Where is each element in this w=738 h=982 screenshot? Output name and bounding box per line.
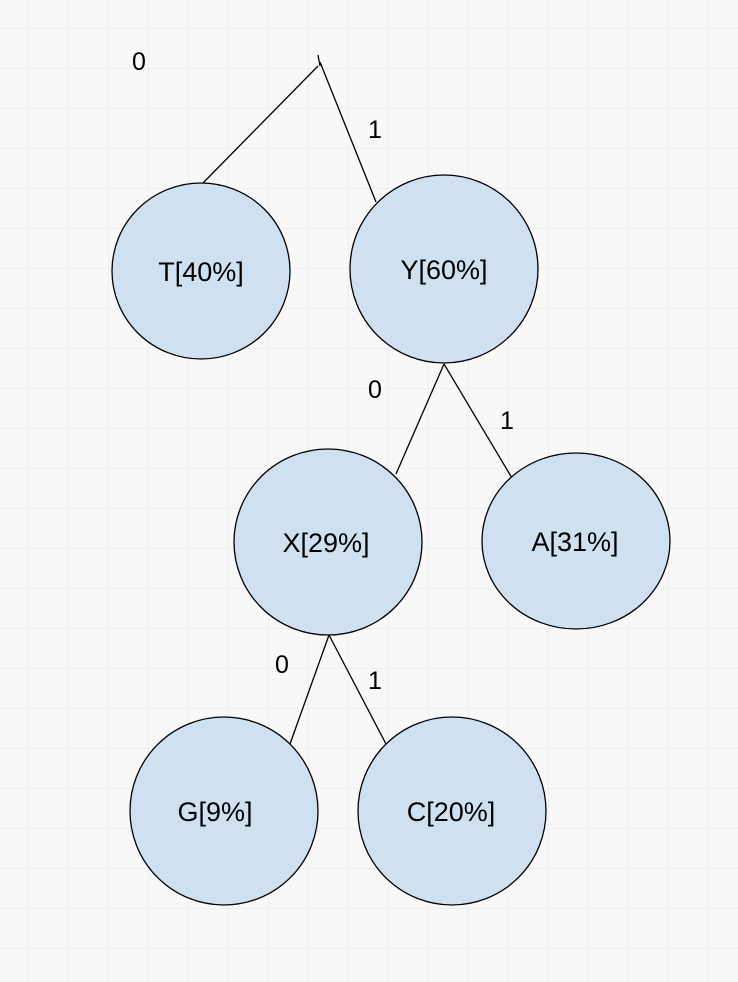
edge-label-root-left: 0 [132, 48, 146, 76]
node-g: G[9%] [129, 716, 319, 906]
edge-label-y-left: 0 [368, 376, 382, 404]
edge-root-to-t [201, 65, 319, 185]
edge-root-to-y [319, 61, 377, 203]
node-c-label: C[20%] [407, 797, 496, 827]
node-g-label: G[9%] [177, 797, 252, 827]
edge-y-to-a [443, 363, 513, 479]
node-y: Y[60%] [349, 174, 539, 364]
node-a: A[31%] [481, 452, 671, 630]
root-stub [317, 54, 321, 67]
node-y-label: Y[60%] [400, 255, 487, 285]
node-t-label: T[40%] [158, 257, 244, 287]
edge-label-y-right: 1 [500, 407, 514, 435]
node-x-circle [233, 448, 423, 636]
node-x: X[29%] [233, 448, 423, 636]
edge-x-to-g [289, 634, 330, 745]
node-a-circle [481, 452, 671, 630]
node-g-circle [129, 716, 319, 906]
edge-label-root-right: 1 [368, 116, 382, 144]
node-y-circle [349, 174, 539, 364]
node-t-circle [111, 182, 291, 360]
node-a-label: A[31%] [531, 527, 618, 557]
edge-x-to-c [328, 634, 387, 745]
node-t: T[40%] [111, 182, 291, 360]
node-c: C[20%] [357, 716, 547, 906]
node-c-circle [357, 716, 547, 906]
node-x-label: X[29%] [282, 528, 369, 558]
edge-y-to-x [395, 363, 445, 475]
edge-label-x-left: 0 [275, 651, 289, 679]
edge-label-x-right: 1 [368, 667, 382, 695]
